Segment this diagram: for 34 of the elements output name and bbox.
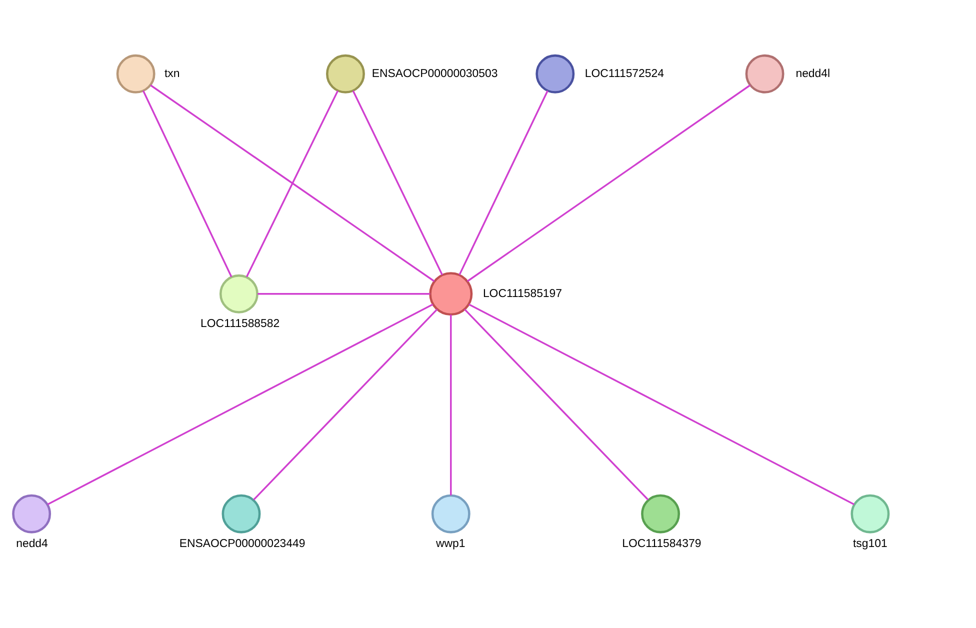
connector: [450, 314, 452, 495]
node-label: LOC111585197: [482, 287, 562, 300]
node-label: txn: [164, 67, 180, 80]
connector: [458, 90, 548, 275]
connector: [246, 90, 339, 277]
node-circle: [429, 272, 473, 316]
connector: [253, 308, 438, 500]
node-circle: [12, 494, 52, 533]
connector: [142, 90, 232, 277]
node-label: LOC111584379: [622, 538, 702, 550]
node-label: LOC111588582: [200, 318, 280, 330]
node-circle: [222, 494, 261, 533]
connector: [47, 303, 434, 505]
node-label: wwp1: [436, 538, 466, 550]
node-circle: [219, 274, 258, 313]
connector: [258, 292, 430, 294]
node-circle: [850, 494, 890, 533]
connector: [464, 308, 649, 500]
node-label: nedd4: [16, 538, 48, 550]
node-label: nedd4l: [796, 67, 830, 80]
connector: [352, 90, 443, 275]
node-label: ENSAOCP00000023449: [179, 538, 306, 550]
node-circle: [641, 494, 680, 533]
connector: [468, 303, 854, 505]
node-label: ENSAOCP00000030503: [372, 67, 498, 80]
node-circle: [116, 54, 156, 93]
node-circle: [745, 54, 784, 93]
node-circle: [431, 494, 470, 533]
node-circle: [536, 54, 575, 93]
connector: [466, 84, 751, 282]
connector: [150, 84, 435, 282]
node-label: tsg101: [853, 538, 888, 550]
node-circle: [326, 54, 365, 93]
node-label: LOC111572524: [584, 67, 664, 80]
